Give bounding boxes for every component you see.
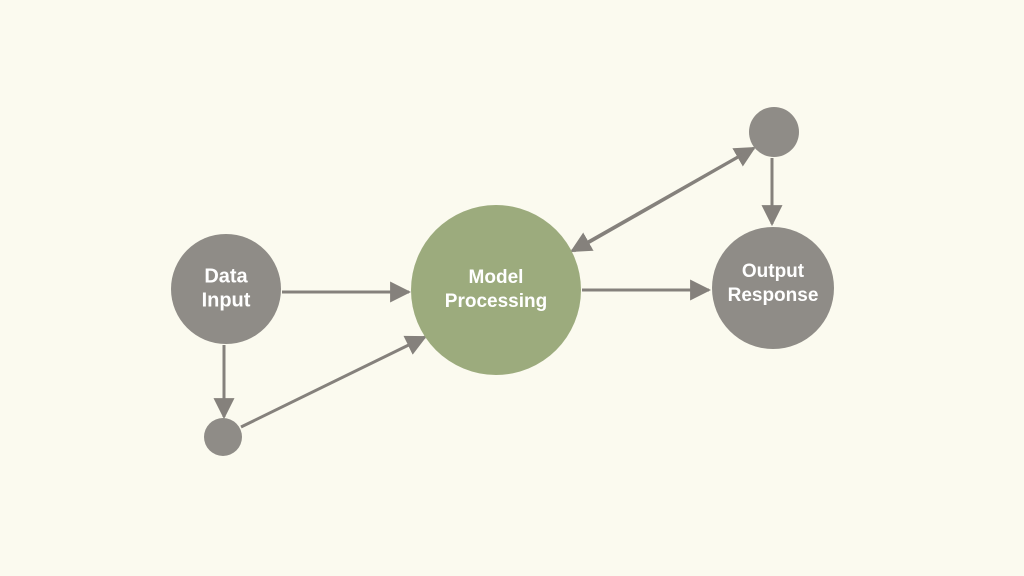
- edge-small-node-to-model-processing: [240, 335, 427, 429]
- data-input-label-line-2: Input: [202, 289, 251, 311]
- small-node: [204, 418, 242, 456]
- output-response-node: [712, 227, 834, 349]
- data-input-label-line-1: Data: [204, 265, 248, 287]
- data-input-node: [171, 234, 281, 344]
- top-node: [749, 107, 799, 157]
- edge-top-node-to-model-processing: [570, 148, 751, 253]
- output-response-label-line-2: Response: [728, 285, 819, 306]
- output-response-label-line-1: Output: [742, 261, 805, 282]
- model-processing-node: [411, 205, 581, 375]
- model-processing-label-line-2: Processing: [445, 291, 547, 312]
- model-processing-label-line-1: Model: [469, 267, 524, 288]
